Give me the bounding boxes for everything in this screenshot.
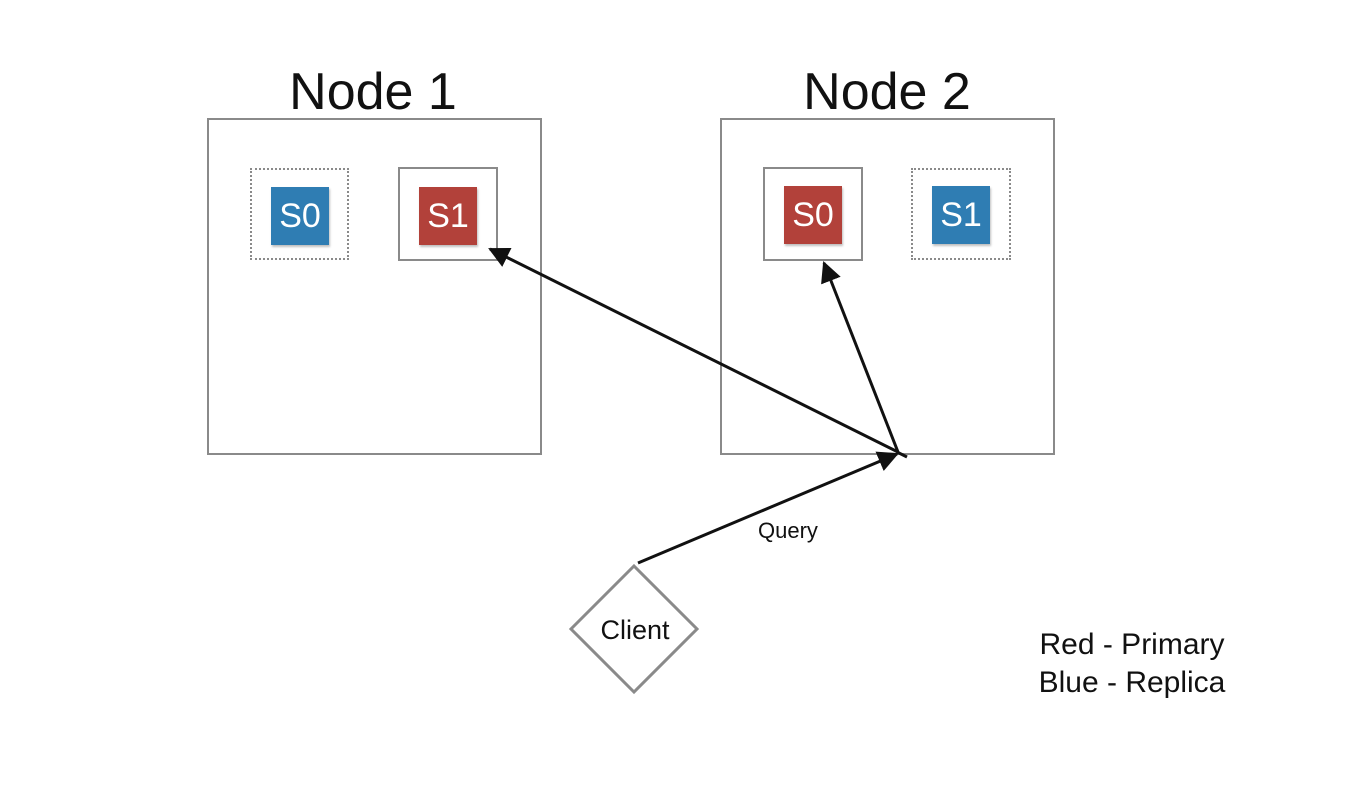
node-1-replica-frame: [250, 168, 349, 260]
node-2-replica-shard: S1: [932, 186, 990, 244]
node-2-title: Node 2: [803, 63, 971, 121]
query-arrow: [637, 451, 899, 565]
arrow-junction: [896, 450, 908, 459]
legend-primary: Red - Primary: [1039, 628, 1225, 661]
client-label: Client: [600, 615, 670, 645]
arrow-to-node-2-primary: [821, 261, 900, 453]
node-1-title: Node 1: [289, 63, 457, 121]
arrow-to-node-1-primary: [488, 247, 899, 454]
node-2-replica-frame: [911, 168, 1011, 260]
client-diamond: [568, 563, 700, 695]
node-1-replica-shard: S0: [271, 187, 329, 245]
node-2-primary-shard: S0: [784, 186, 842, 244]
node-2-primary-frame: [763, 167, 863, 261]
query-label: Query: [758, 518, 818, 543]
legend: Red - Primary Blue - Replica: [1012, 626, 1252, 702]
node-1-box: [207, 118, 542, 455]
node-1-primary-frame: [398, 167, 498, 261]
legend-replica: Blue - Replica: [1038, 666, 1226, 699]
node-1-primary-shard: S1: [419, 187, 477, 245]
